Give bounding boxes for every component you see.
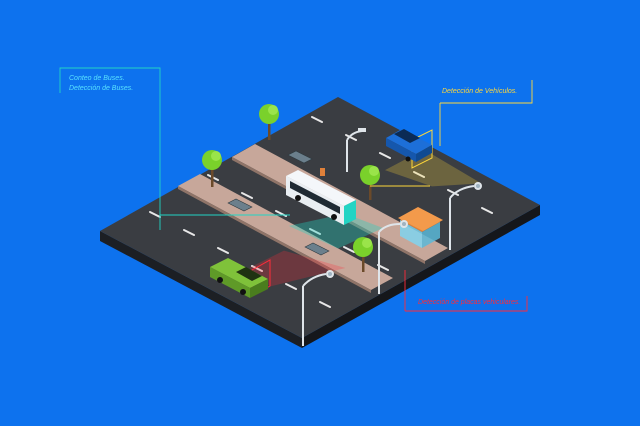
median-lower-edge — [178, 186, 371, 293]
bench-middle — [227, 198, 253, 212]
blue-car-cabin — [394, 129, 420, 143]
road-slab-right-side — [302, 205, 540, 348]
bus-sensor-cone — [288, 213, 384, 249]
road-surface — [100, 97, 540, 338]
street-lamps — [302, 128, 482, 346]
blue-car-wheel — [405, 156, 411, 162]
bus-windows — [290, 181, 340, 214]
benches — [227, 150, 330, 256]
blue-car — [386, 129, 432, 162]
green-truck-side — [210, 267, 250, 298]
bus-callout-lines — [59, 67, 290, 230]
vehicle-detection-label: Detección de Vehículos. — [442, 88, 517, 95]
road-slab-front-side — [100, 231, 302, 348]
green-truck-front — [250, 279, 268, 298]
trash-bin — [320, 168, 325, 176]
lamp-top — [346, 128, 366, 172]
green-truck-wheel-front — [240, 289, 246, 295]
bench-lower — [304, 242, 330, 256]
green-truck — [210, 258, 268, 298]
bus-detection-label: Detección de Buses. — [69, 85, 133, 92]
bus-detection-zone — [288, 213, 384, 249]
lamp-bottom — [302, 270, 334, 346]
tree-top — [259, 104, 279, 140]
tree-middle — [360, 165, 380, 200]
bus-roof — [286, 170, 356, 206]
plate-callout-lines — [404, 270, 528, 312]
trees — [202, 104, 380, 272]
lamp-middle — [378, 220, 408, 294]
lamp-right — [449, 182, 482, 250]
bus — [286, 170, 356, 225]
bus-front — [344, 200, 356, 225]
bus-wheel-front — [331, 214, 337, 220]
vehicle-callout-lines — [370, 80, 533, 187]
bus-count-label: Conteo de Buses. — [69, 75, 125, 82]
bus-wheel-rear — [295, 195, 301, 201]
blue-car-side — [386, 138, 416, 162]
blue-car-front — [416, 145, 432, 162]
bench-upper — [287, 150, 313, 164]
plate-detection-label: Detección de placas vehiculares. — [418, 299, 520, 306]
road-slab — [100, 97, 540, 348]
tree-left — [202, 150, 222, 187]
green-truck-wheel-rear — [217, 277, 223, 283]
tree-bottom — [353, 237, 373, 272]
green-truck-cabin — [236, 267, 262, 281]
